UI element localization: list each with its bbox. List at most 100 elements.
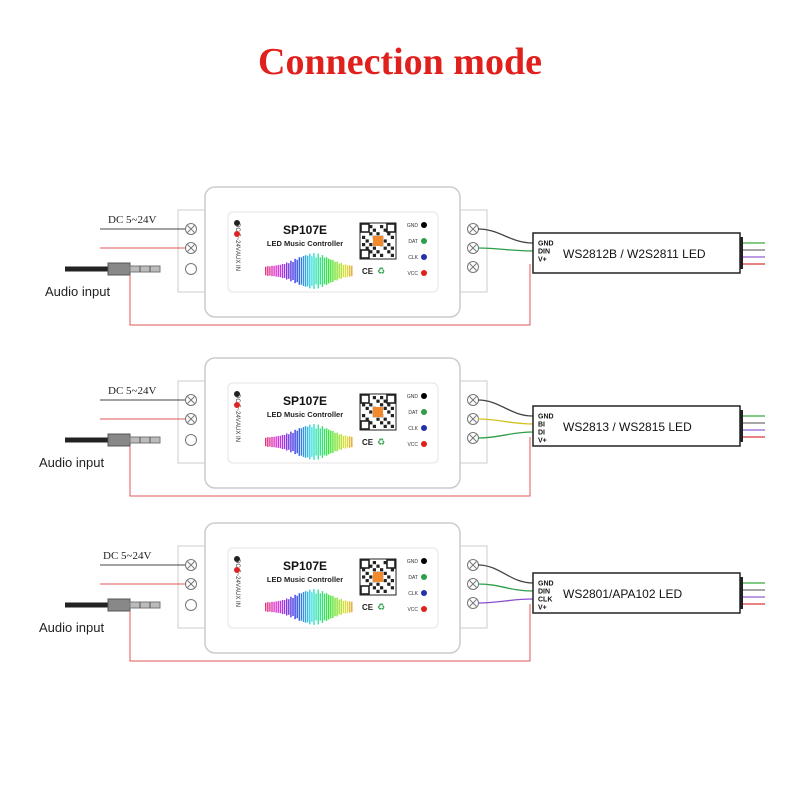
screw-terminal-icon [185, 394, 197, 406]
pin-dot-dat [421, 574, 427, 580]
screw-terminal-icon [467, 394, 479, 406]
aux-in-label: AUX IN [234, 587, 240, 607]
strip-pin-gnd: GND [538, 414, 554, 421]
qr-code-icon [359, 222, 397, 260]
pin-label-dat: DAT [408, 239, 418, 245]
strip-pin-bi: BI [538, 422, 545, 429]
screw-terminal-icon [185, 413, 197, 425]
data-wire-3 [477, 598, 534, 604]
soundwave-graphic [265, 589, 353, 625]
strip-pin-vplus: V+ [538, 605, 547, 612]
audio-jack-port [185, 599, 197, 611]
controller-subtitle: LED Music Controller [267, 575, 343, 584]
controller-model: SP107E [283, 223, 327, 237]
data-wire-2 [477, 583, 534, 592]
screw-terminal-icon [467, 223, 479, 235]
pin-label-dat: DAT [408, 575, 418, 581]
audio-jack-port [185, 263, 197, 275]
soundwave-graphic [265, 253, 353, 289]
pin-label-gnd: GND [407, 559, 419, 565]
led-strip-label: WS2813 / WS2815 LED [563, 420, 692, 434]
audio-input-label: Audio input [45, 284, 110, 299]
pin-label-dat: DAT [408, 410, 418, 416]
led-strip-end-cap [740, 577, 743, 609]
audio-led-icon [234, 567, 240, 573]
return-wire [129, 437, 531, 497]
pin-label-clk: CLK [408, 426, 418, 432]
pin-label-vcc: VCC [407, 271, 418, 277]
strip-pin-din: DIN [538, 589, 550, 596]
controller-model: SP107E [283, 559, 327, 573]
screw-terminal-icon [467, 432, 479, 444]
pin-label-gnd: GND [407, 223, 419, 229]
dc-power-label: DC 5~24V [108, 214, 156, 226]
pin-label-gnd: GND [407, 394, 419, 400]
ce-mark: CE [362, 267, 374, 276]
screw-terminal-icon [467, 261, 479, 273]
led-strip-label: WS2812B / W2S2811 LED [563, 247, 706, 261]
led-strip-end-cap [740, 237, 743, 269]
page-title: Connection mode [258, 41, 542, 83]
data-wire-1 [477, 564, 534, 584]
led-strip [532, 232, 741, 274]
pin-dot-vcc [421, 606, 427, 612]
strip-pin-vplus: V+ [538, 438, 547, 445]
pin-label-vcc: VCC [407, 442, 418, 448]
screw-terminal-icon [467, 559, 479, 571]
strip-pin-clk: CLK [538, 597, 552, 604]
data-wire-3 [477, 431, 534, 439]
data-wire-1 [477, 228, 534, 244]
return-wire [129, 264, 531, 326]
audio-jack-port [185, 434, 197, 446]
data-wire-1 [477, 399, 534, 417]
strip-pin-gnd: GND [538, 581, 554, 588]
pin-dot-vcc [421, 270, 427, 276]
side-labels: DC 5~24VAUX IN [234, 394, 240, 442]
audio-jack-plug [65, 598, 161, 612]
recycle-icon: ♻ [377, 267, 385, 277]
audio-jack-plug [65, 262, 161, 276]
strip-pin-din: DIN [538, 249, 550, 256]
pin-label-clk: CLK [408, 591, 418, 597]
aux-in-label: AUX IN [234, 251, 240, 271]
dc-power-label: DC 5~24V [108, 385, 156, 397]
pin-dot-dat [421, 409, 427, 415]
led-strip-label: WS2801/APA102 LED [563, 587, 683, 601]
strip-pin-di: DI [538, 430, 545, 437]
pin-dot-clk [421, 425, 427, 431]
power-led-icon [234, 220, 240, 226]
screw-terminal-icon [467, 413, 479, 425]
data-wire-2 [477, 418, 534, 425]
controller-subtitle: LED Music Controller [267, 410, 343, 419]
screw-terminal-icon [185, 242, 197, 254]
audio-input-label: Audio input [39, 455, 104, 470]
led-strip-end-cap [740, 410, 743, 442]
recycle-icon: ♻ [377, 603, 385, 613]
led-strip [532, 572, 741, 614]
screw-terminal-icon [467, 597, 479, 609]
pin-dot-gnd [421, 393, 427, 399]
recycle-icon: ♻ [377, 438, 385, 448]
screw-terminal-icon [185, 223, 197, 235]
pin-dot-vcc [421, 441, 427, 447]
dc-power-label: DC 5~24V [103, 550, 151, 562]
screw-terminal-icon [185, 559, 197, 571]
screw-terminal-icon [467, 242, 479, 254]
pin-dot-clk [421, 590, 427, 596]
power-led-icon [234, 556, 240, 562]
controller-model: SP107E [283, 394, 327, 408]
audio-led-icon [234, 402, 240, 408]
ce-mark: CE [362, 603, 374, 612]
ce-mark: CE [362, 438, 374, 447]
strip-pin-gnd: GND [538, 241, 554, 248]
audio-jack-plug [65, 433, 161, 447]
side-labels: DC 5~24VAUX IN [234, 559, 240, 607]
pin-dot-gnd [421, 558, 427, 564]
qr-code-icon [359, 558, 397, 596]
strip-pin-vplus: V+ [538, 257, 547, 264]
diagram-2: DC 5~24VAUX IN SP107E LED Music Controller… [39, 357, 765, 497]
pin-dot-dat [421, 238, 427, 244]
